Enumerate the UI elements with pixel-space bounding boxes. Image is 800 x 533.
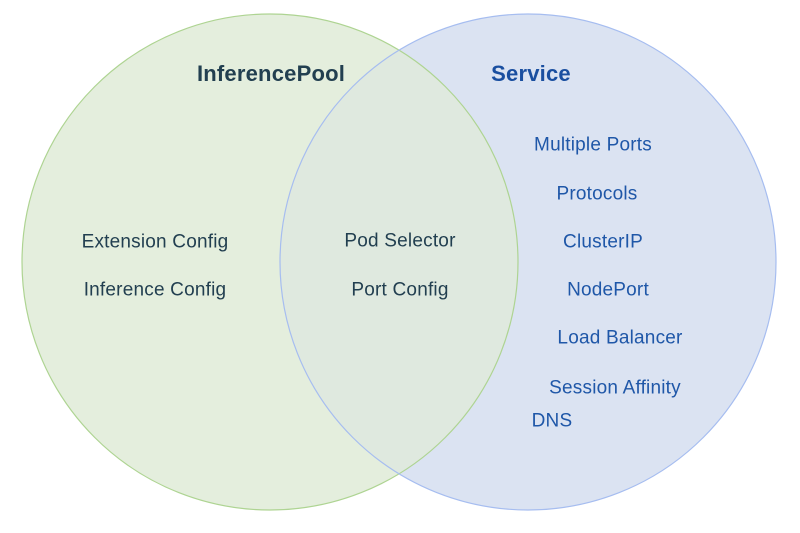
overlap-region: [280, 14, 518, 510]
left-item-extension-config: Extension Config: [81, 231, 229, 253]
service-title: Service: [491, 61, 571, 86]
right-item-nodeport: NodePort: [567, 279, 649, 301]
overlap-item-port-config: Port Config: [351, 279, 449, 301]
right-item-protocols: Protocols: [556, 183, 638, 205]
right-item-multiple-ports: Multiple Ports: [534, 134, 652, 156]
left-item-inference-config: Inference Config: [83, 279, 227, 301]
inferencepool-circle-outline: [21, 13, 519, 511]
overlap-item-pod-selector: Pod Selector: [344, 230, 456, 252]
right-item-session-affinity: Session Affinity: [549, 377, 681, 399]
right-item-clusterip: ClusterIP: [563, 231, 643, 253]
service-circle-outline: [279, 13, 777, 511]
right-item-dns: DNS: [531, 410, 573, 432]
inferencepool-title: InferencePool: [196, 61, 346, 86]
right-item-load-balancer: Load Balancer: [557, 327, 683, 349]
